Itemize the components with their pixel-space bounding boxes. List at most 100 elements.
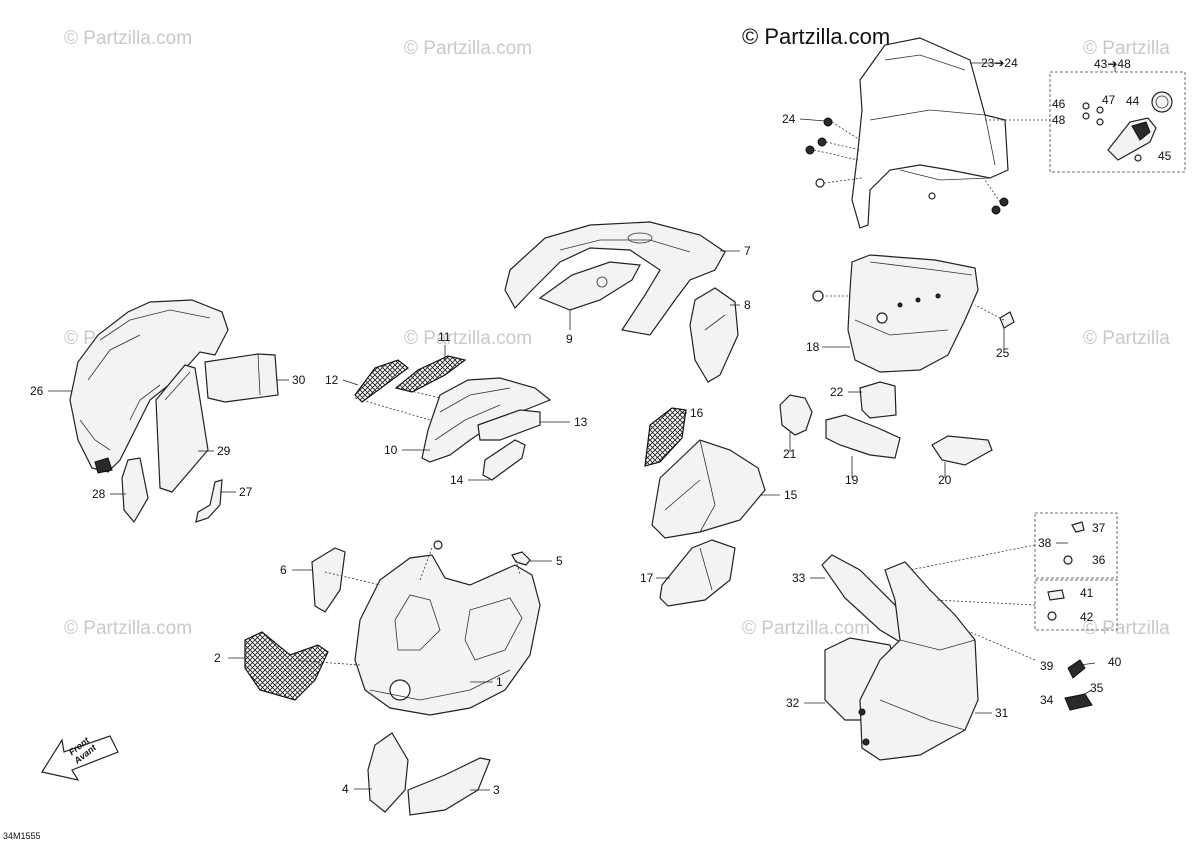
part-2-mesh-grille: [244, 631, 329, 701]
part-3-lower-trim: [407, 757, 491, 816]
callout-30: 30: [292, 373, 306, 387]
callout-39: 39: [1040, 659, 1054, 673]
part-47-mirror-housing: [1107, 117, 1157, 161]
direction-arrow-icon: [41, 735, 119, 781]
callout-46: 46: [1052, 97, 1066, 111]
callout-25: 25: [996, 346, 1010, 360]
callout-19: 19: [845, 473, 859, 487]
part-26-side-panel: [69, 299, 229, 474]
callout-11: 11: [438, 330, 451, 344]
part-5-fastener: [433, 540, 531, 566]
callout-3: 3: [493, 783, 500, 797]
callout-2: 2: [214, 651, 221, 665]
part-37-36-fasteners: [1063, 521, 1085, 565]
part-39-clip: [1067, 659, 1086, 679]
watermark: © Partzilla: [1083, 38, 1170, 59]
callout-31: 31: [995, 706, 1009, 720]
callout-37: 37: [1092, 521, 1106, 535]
part-18-headlight-housing: [847, 254, 979, 373]
part-12-mesh-grille: [354, 359, 409, 403]
callout-13: 13: [574, 415, 588, 429]
watermark: © Partzilla: [1083, 328, 1170, 349]
callout-6: 6: [280, 563, 287, 577]
leader-lines: [48, 62, 1116, 791]
part-44-mirror-cap: [1151, 91, 1173, 113]
part-41-42-clips: [1047, 589, 1065, 621]
callout-5: 5: [556, 554, 563, 568]
callout-29: 29: [217, 444, 231, 458]
part-7-top-cover: [504, 221, 726, 336]
part-9-top-panel: [538, 261, 641, 311]
watermark-main: © Partzilla.com: [742, 24, 891, 49]
detail-box-36-38: [1034, 512, 1118, 579]
callout-15: 15: [784, 488, 798, 502]
part-13-trim-strip: [477, 409, 541, 441]
detail-box-41-42: [1034, 579, 1118, 631]
part-46-48-hardware: [1082, 102, 1142, 162]
part-23-windshield: [851, 37, 1009, 229]
callout-40: 40: [1108, 655, 1122, 669]
callout-9: 9: [566, 332, 573, 346]
callout-16: 16: [690, 406, 704, 420]
callout-27: 27: [239, 485, 253, 499]
part-19-trim: [825, 414, 901, 459]
part-25-spring: [812, 290, 1015, 329]
watermark: © Partzilla.com: [404, 328, 533, 349]
part-21-trim: [779, 394, 813, 436]
part-16-mesh-grille: [644, 407, 687, 467]
callout-24: 24: [782, 112, 796, 126]
callout-14: 14: [450, 473, 464, 487]
callout-48: 48: [1052, 113, 1066, 127]
callout-8: 8: [744, 298, 751, 312]
part-17-lower-cover: [659, 539, 736, 607]
diagram-code: 34M1555: [3, 831, 41, 841]
part-8-side-trim: [689, 287, 739, 383]
watermark: © Partzilla.com: [64, 28, 193, 49]
callout-38: 38: [1038, 536, 1052, 550]
part-1-front-nose: [354, 554, 541, 716]
callout-18: 18: [806, 340, 820, 354]
callout-43: 43➔48: [1094, 57, 1131, 71]
watermark: © Partzilla.com: [64, 618, 193, 639]
callout-26: 26: [30, 384, 44, 398]
detail-box-43-48: [1049, 71, 1186, 173]
part-15-side-cover: [651, 439, 766, 539]
part-24-windshield-fasteners: [805, 117, 1009, 215]
part-30-panel-insert: [204, 353, 279, 403]
callout-33: 33: [792, 571, 806, 585]
part-14-trim-strip: [482, 439, 526, 481]
callout-28: 28: [92, 487, 106, 501]
callout-47: 47: [1102, 93, 1116, 107]
part-28-small-trim: [121, 457, 149, 524]
part-34-clip: [1064, 693, 1093, 711]
callout-20: 20: [938, 473, 952, 487]
callout-42: 42: [1080, 610, 1094, 624]
callout-41: 41: [1080, 586, 1094, 600]
part-4-lower-trim: [367, 732, 409, 813]
assembly-line: [289, 119, 1050, 666]
part-31-side-panel: [858, 561, 979, 761]
callout-23: 23➔24: [981, 56, 1018, 70]
callout-1: 1: [496, 675, 503, 689]
callout-10: 10: [384, 443, 398, 457]
part-20-trim: [931, 435, 993, 466]
part-11-mesh-grille: [394, 355, 467, 393]
part-22-trim: [859, 381, 897, 419]
callout-45: 45: [1158, 149, 1172, 163]
callout-34: 34: [1040, 693, 1054, 707]
callout-4: 4: [342, 782, 349, 796]
watermark: © Partzilla: [1083, 618, 1170, 639]
callout-36: 36: [1092, 553, 1106, 567]
callout-17: 17: [640, 571, 654, 585]
callout-12: 12: [325, 373, 339, 387]
part-29-panel-trim: [155, 364, 209, 493]
callout-35: 35: [1090, 681, 1104, 695]
watermark: © Partzilla.com: [742, 618, 871, 639]
callout-32: 32: [786, 696, 800, 710]
callout-21: 21: [783, 447, 797, 461]
callout-7: 7: [744, 244, 751, 258]
watermark: © Partzilla.com: [404, 38, 533, 59]
part-6-bracket: [311, 547, 346, 613]
part-27-bracket: [195, 479, 223, 523]
